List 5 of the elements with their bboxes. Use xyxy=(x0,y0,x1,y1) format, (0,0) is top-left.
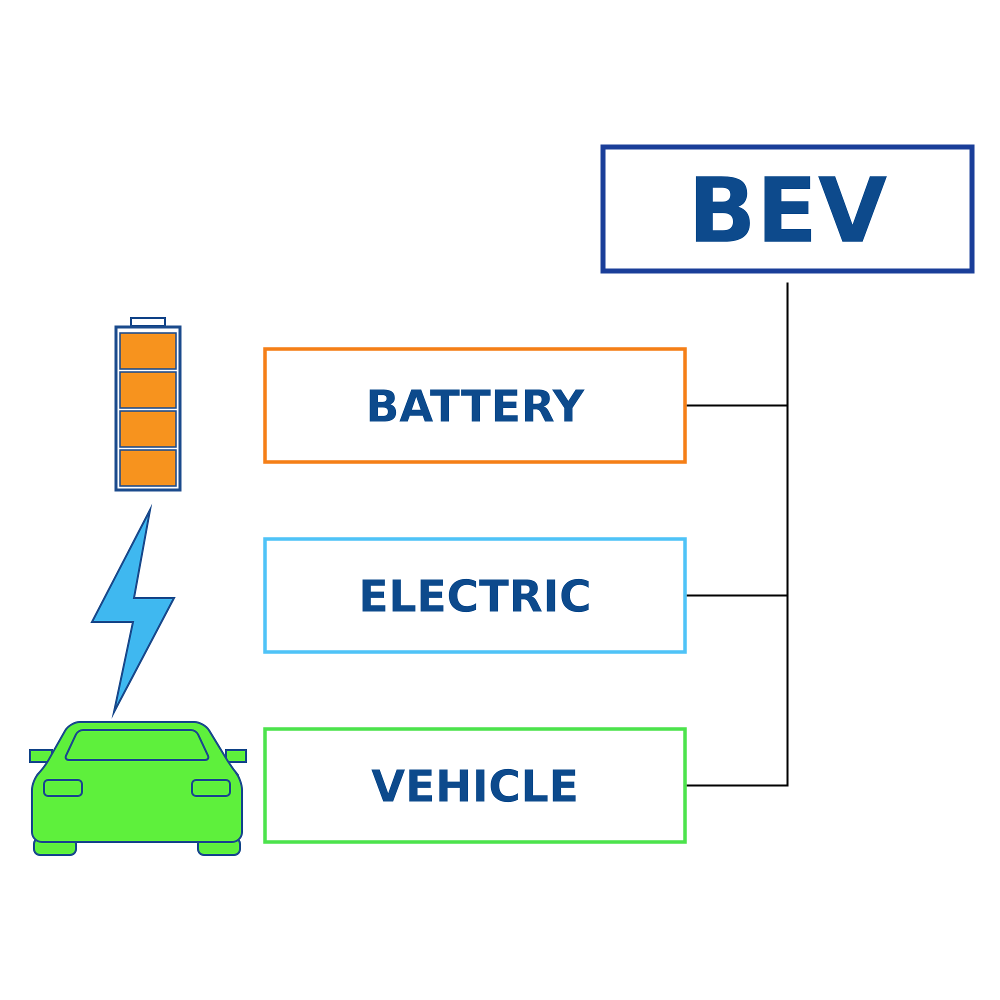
term-box: VEHICLE xyxy=(263,727,687,844)
connector-line xyxy=(686,282,788,786)
term-box: ELECTRIC xyxy=(263,537,687,654)
title-box: BEV xyxy=(600,144,975,274)
term-box: BATTERY xyxy=(263,347,687,464)
